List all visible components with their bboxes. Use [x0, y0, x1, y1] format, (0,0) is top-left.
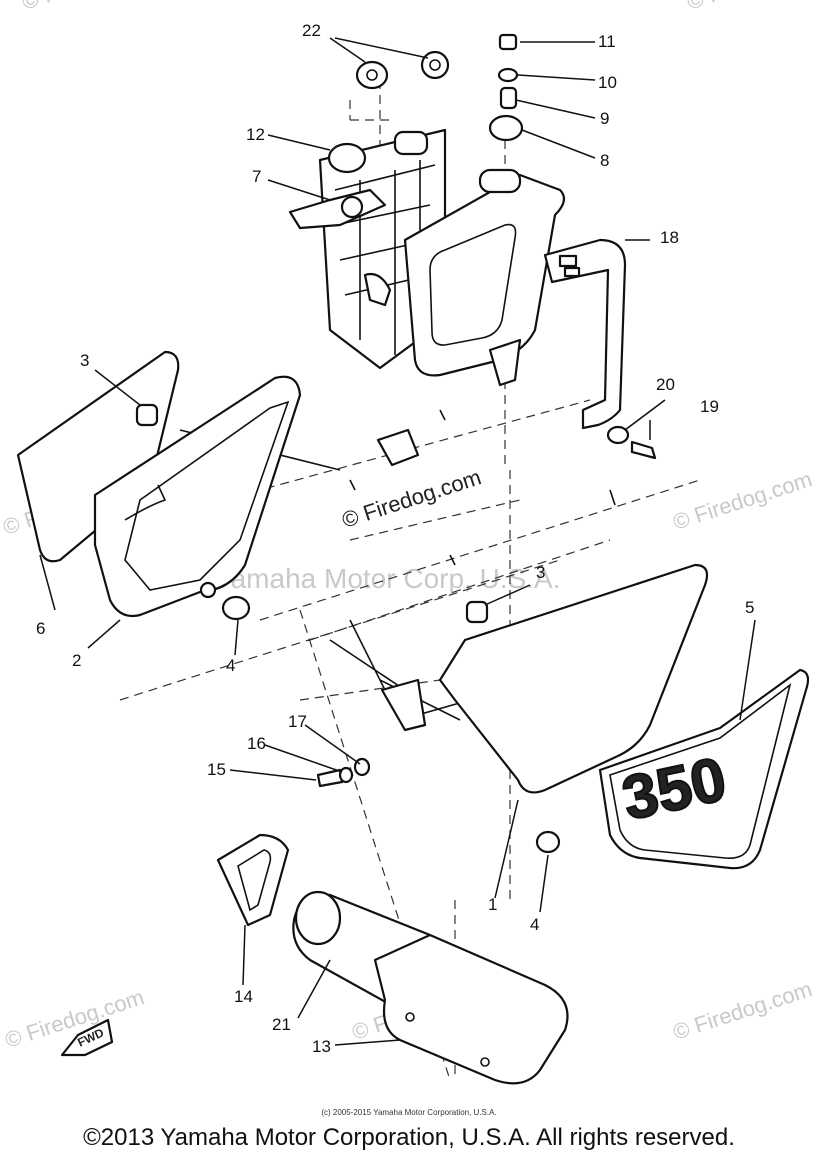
callout-17: 17	[288, 712, 307, 731]
right-side-cover	[438, 563, 709, 794]
callout-4a: 4	[226, 656, 235, 675]
watermark-5: © Firedog.com	[670, 976, 815, 1044]
callout-2: 2	[72, 651, 81, 670]
fwd-arrow: FWD	[60, 1018, 114, 1057]
callout-18: 18	[660, 228, 679, 247]
watermark-center: © Firedog.com	[339, 464, 484, 532]
callout-12: 12	[246, 125, 265, 144]
callouts: 1 2 3 3 4 4 5 6 7 8 9 10 11 12 13 14 15 …	[36, 21, 754, 1056]
watermark-7: © Firedog.com	[19, 0, 164, 15]
callout-13: 13	[312, 1037, 331, 1056]
callout-14: 14	[234, 987, 253, 1006]
leader-lines	[39, 37, 756, 1046]
battery-cover	[403, 168, 566, 387]
callout-10: 10	[598, 73, 617, 92]
callout-3a: 3	[80, 351, 89, 370]
callout-5: 5	[745, 598, 754, 617]
callout-19: 19	[700, 397, 719, 416]
callout-6: 6	[36, 619, 45, 638]
callout-8: 8	[600, 151, 609, 170]
callout-3b: 3	[536, 563, 545, 582]
battery-strap	[543, 238, 627, 430]
callout-15: 15	[207, 760, 226, 779]
small-copyright-notice: (c) 2005-2015 Yamaha Motor Corporation, …	[321, 1108, 497, 1117]
emblem-350: 350	[598, 668, 810, 870]
callout-16: 16	[247, 734, 266, 753]
callout-9: 9	[600, 109, 609, 128]
callout-22: 22	[302, 21, 321, 40]
watermark-overlay: Yamaha Motor Corp, U.S.A.	[214, 563, 561, 594]
battery-box-assembly	[288, 128, 447, 370]
left-side-cover	[93, 375, 302, 618]
flap-bracket	[216, 833, 290, 927]
hardware	[135, 33, 657, 854]
tool-case	[292, 890, 569, 1085]
callout-20: 20	[656, 375, 675, 394]
callout-21: 21	[272, 1015, 291, 1034]
callout-4b: 4	[530, 915, 539, 934]
watermark-1: © Firedog.com	[684, 0, 818, 15]
callout-11: 11	[598, 32, 616, 51]
callout-7: 7	[252, 167, 261, 186]
callout-1: 1	[488, 895, 497, 914]
watermark-3: © Firedog.com	[670, 466, 815, 534]
copyright-footer: ©2013 Yamaha Motor Corporation, U.S.A. A…	[83, 1124, 735, 1151]
